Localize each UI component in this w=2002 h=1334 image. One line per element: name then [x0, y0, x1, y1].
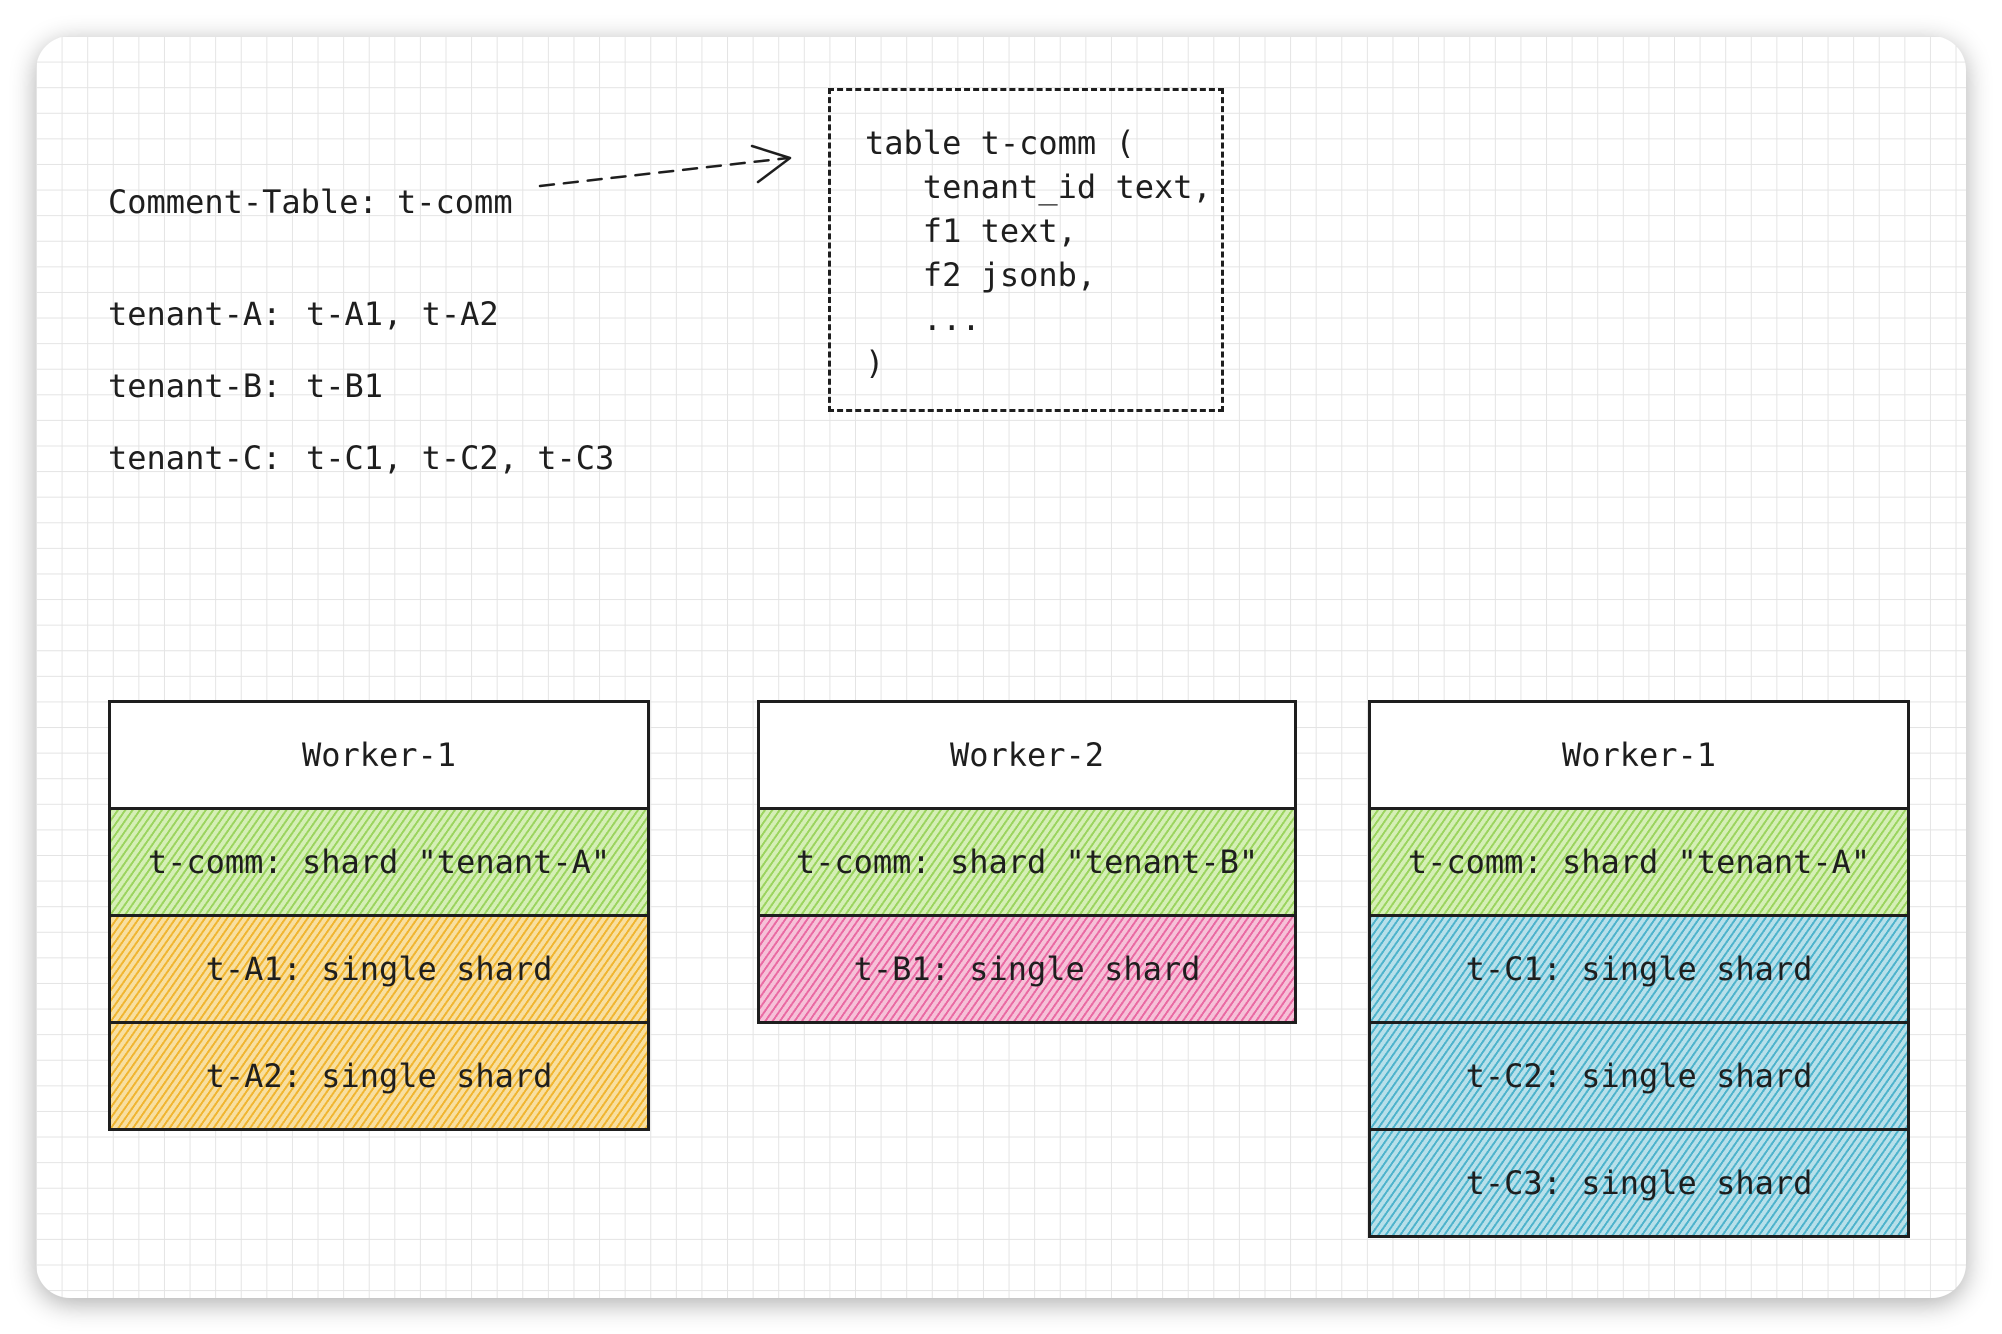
- shard-cell: t-C1: single shard: [1368, 914, 1910, 1024]
- shard-cell: t-comm: shard "tenant-A": [1368, 807, 1910, 917]
- tenant-a-name: tenant-A:: [108, 295, 282, 333]
- schema-box: table t-comm ( tenant_id text, f1 text, …: [828, 88, 1224, 412]
- arrow-dashed-line: [538, 156, 790, 188]
- shard-cell: t-C2: single shard: [1368, 1021, 1910, 1131]
- schema-line: ...: [865, 300, 981, 338]
- worker-header: Worker-2: [757, 700, 1297, 810]
- shard-cell: t-A1: single shard: [108, 914, 650, 1024]
- shard-cell: t-comm: shard "tenant-A": [108, 807, 650, 917]
- tenant-c-name: tenant-C:: [108, 439, 282, 477]
- schema-line: f1 text,: [865, 212, 1077, 250]
- arrow-head: [750, 144, 792, 184]
- shard-cell: t-B1: single shard: [757, 914, 1297, 1024]
- tenant-c-tables: t-C1, t-C2, t-C3: [306, 439, 615, 477]
- shard-cell: t-A2: single shard: [108, 1021, 650, 1131]
- tenant-a-tables: t-A1, t-A2: [306, 295, 499, 333]
- diagram-canvas: Comment-Table: t-comm tenant-A: t-A1, t-…: [36, 36, 1966, 1298]
- schema-line: ): [865, 344, 885, 382]
- shard-cell: t-C3: single shard: [1368, 1128, 1910, 1238]
- schema-line: f2 jsonb,: [865, 256, 1097, 294]
- connector-arrow: [538, 144, 792, 188]
- worker-header: Worker-1: [1368, 700, 1910, 810]
- comment-table-label: Comment-Table: t-comm: [108, 183, 513, 221]
- shard-cell: t-comm: shard "tenant-B": [757, 807, 1297, 917]
- schema-line: table t-comm (: [865, 124, 1135, 162]
- tenant-b-name: tenant-B:: [108, 367, 282, 405]
- worker-header: Worker-1: [108, 700, 650, 810]
- tenant-b-tables: t-B1: [306, 367, 384, 405]
- schema-line: tenant_id text,: [865, 168, 1212, 206]
